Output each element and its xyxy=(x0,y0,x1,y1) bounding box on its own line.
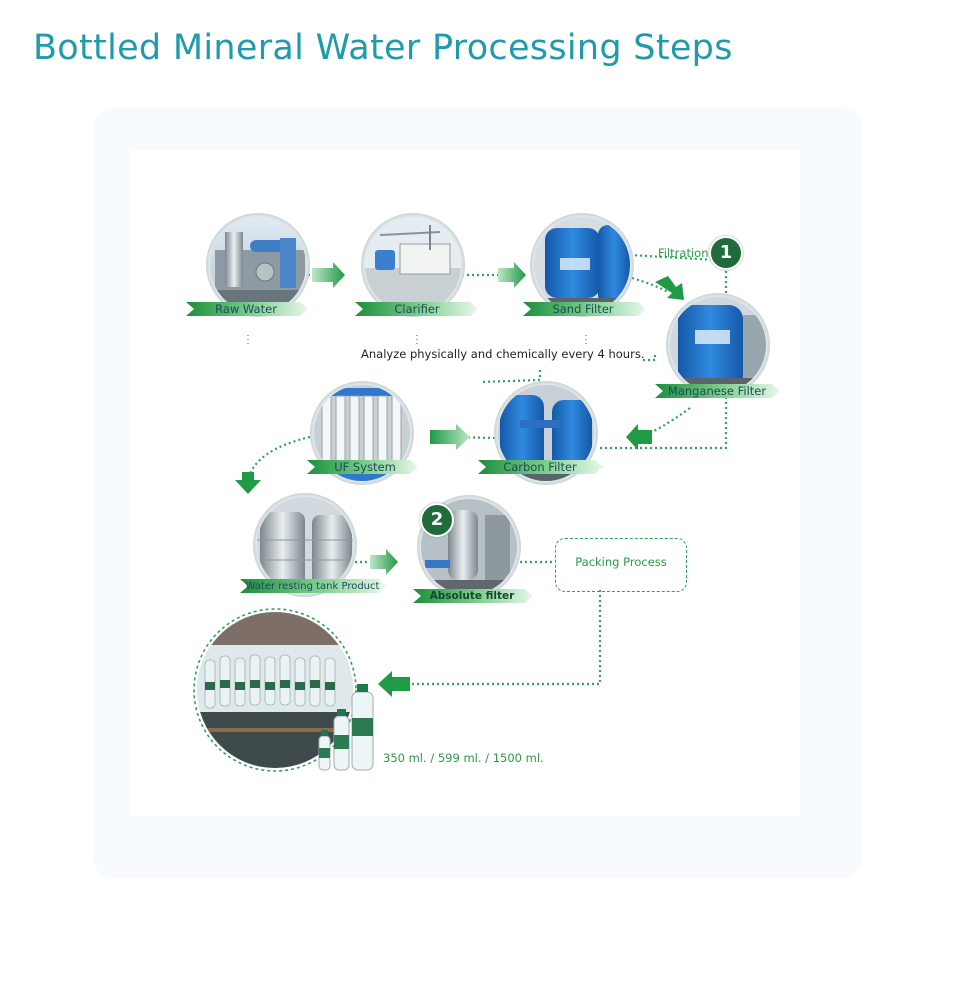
packing-process-box xyxy=(555,538,687,592)
arrow-right-icon xyxy=(498,262,526,288)
arrow-left-icon xyxy=(430,424,470,450)
arrow-left-icon xyxy=(378,671,410,697)
step-label-manganese-filter: Manganese Filter xyxy=(667,384,767,398)
bottle-icon xyxy=(318,730,331,771)
step-label-resting-tank: Water resting tank Product xyxy=(245,581,380,592)
arrow-down-icon xyxy=(235,472,261,494)
arrow-right-icon xyxy=(370,549,398,575)
badge-step-1: 1 xyxy=(709,236,743,270)
note-ticks xyxy=(247,335,587,345)
raw-water-photo xyxy=(206,213,310,317)
connector-lines xyxy=(246,253,728,686)
resting-tank-photo xyxy=(253,493,357,597)
arrow-right-icon xyxy=(312,262,345,288)
bottle-icon xyxy=(351,684,374,771)
arrow-down-icon xyxy=(655,276,684,300)
bottling-line-photo xyxy=(193,608,357,772)
filtration-label: Filtration xyxy=(658,246,709,260)
sand-filter-photo xyxy=(530,213,634,317)
step-label-absolute-filter: Absolute filter xyxy=(429,590,515,602)
bottle-sizes-label: 350 ml. / 599 ml. / 1500 ml. xyxy=(383,751,544,765)
ribbon xyxy=(186,302,780,603)
step-label-sand-filter: Sand Filter xyxy=(552,302,614,316)
clarifier-photo xyxy=(361,213,465,317)
bottle-icon xyxy=(333,709,350,771)
packing-process-label: Packing Process xyxy=(575,555,667,569)
step-label-raw-water: Raw Water xyxy=(215,302,277,316)
step-label-uf-system: UF System xyxy=(334,460,396,474)
step-label-clarifier: Clarifier xyxy=(394,302,440,316)
page-title: Bottled Mineral Water Processing Steps xyxy=(33,28,733,68)
analysis-note: Analyze physically and chemically every … xyxy=(361,347,645,361)
step-label-carbon-filter: Carbon Filter xyxy=(503,460,577,474)
manganese-filter-photo xyxy=(666,293,770,397)
badge-step-2: 2 xyxy=(420,503,454,537)
arrow-left-icon xyxy=(626,424,652,450)
